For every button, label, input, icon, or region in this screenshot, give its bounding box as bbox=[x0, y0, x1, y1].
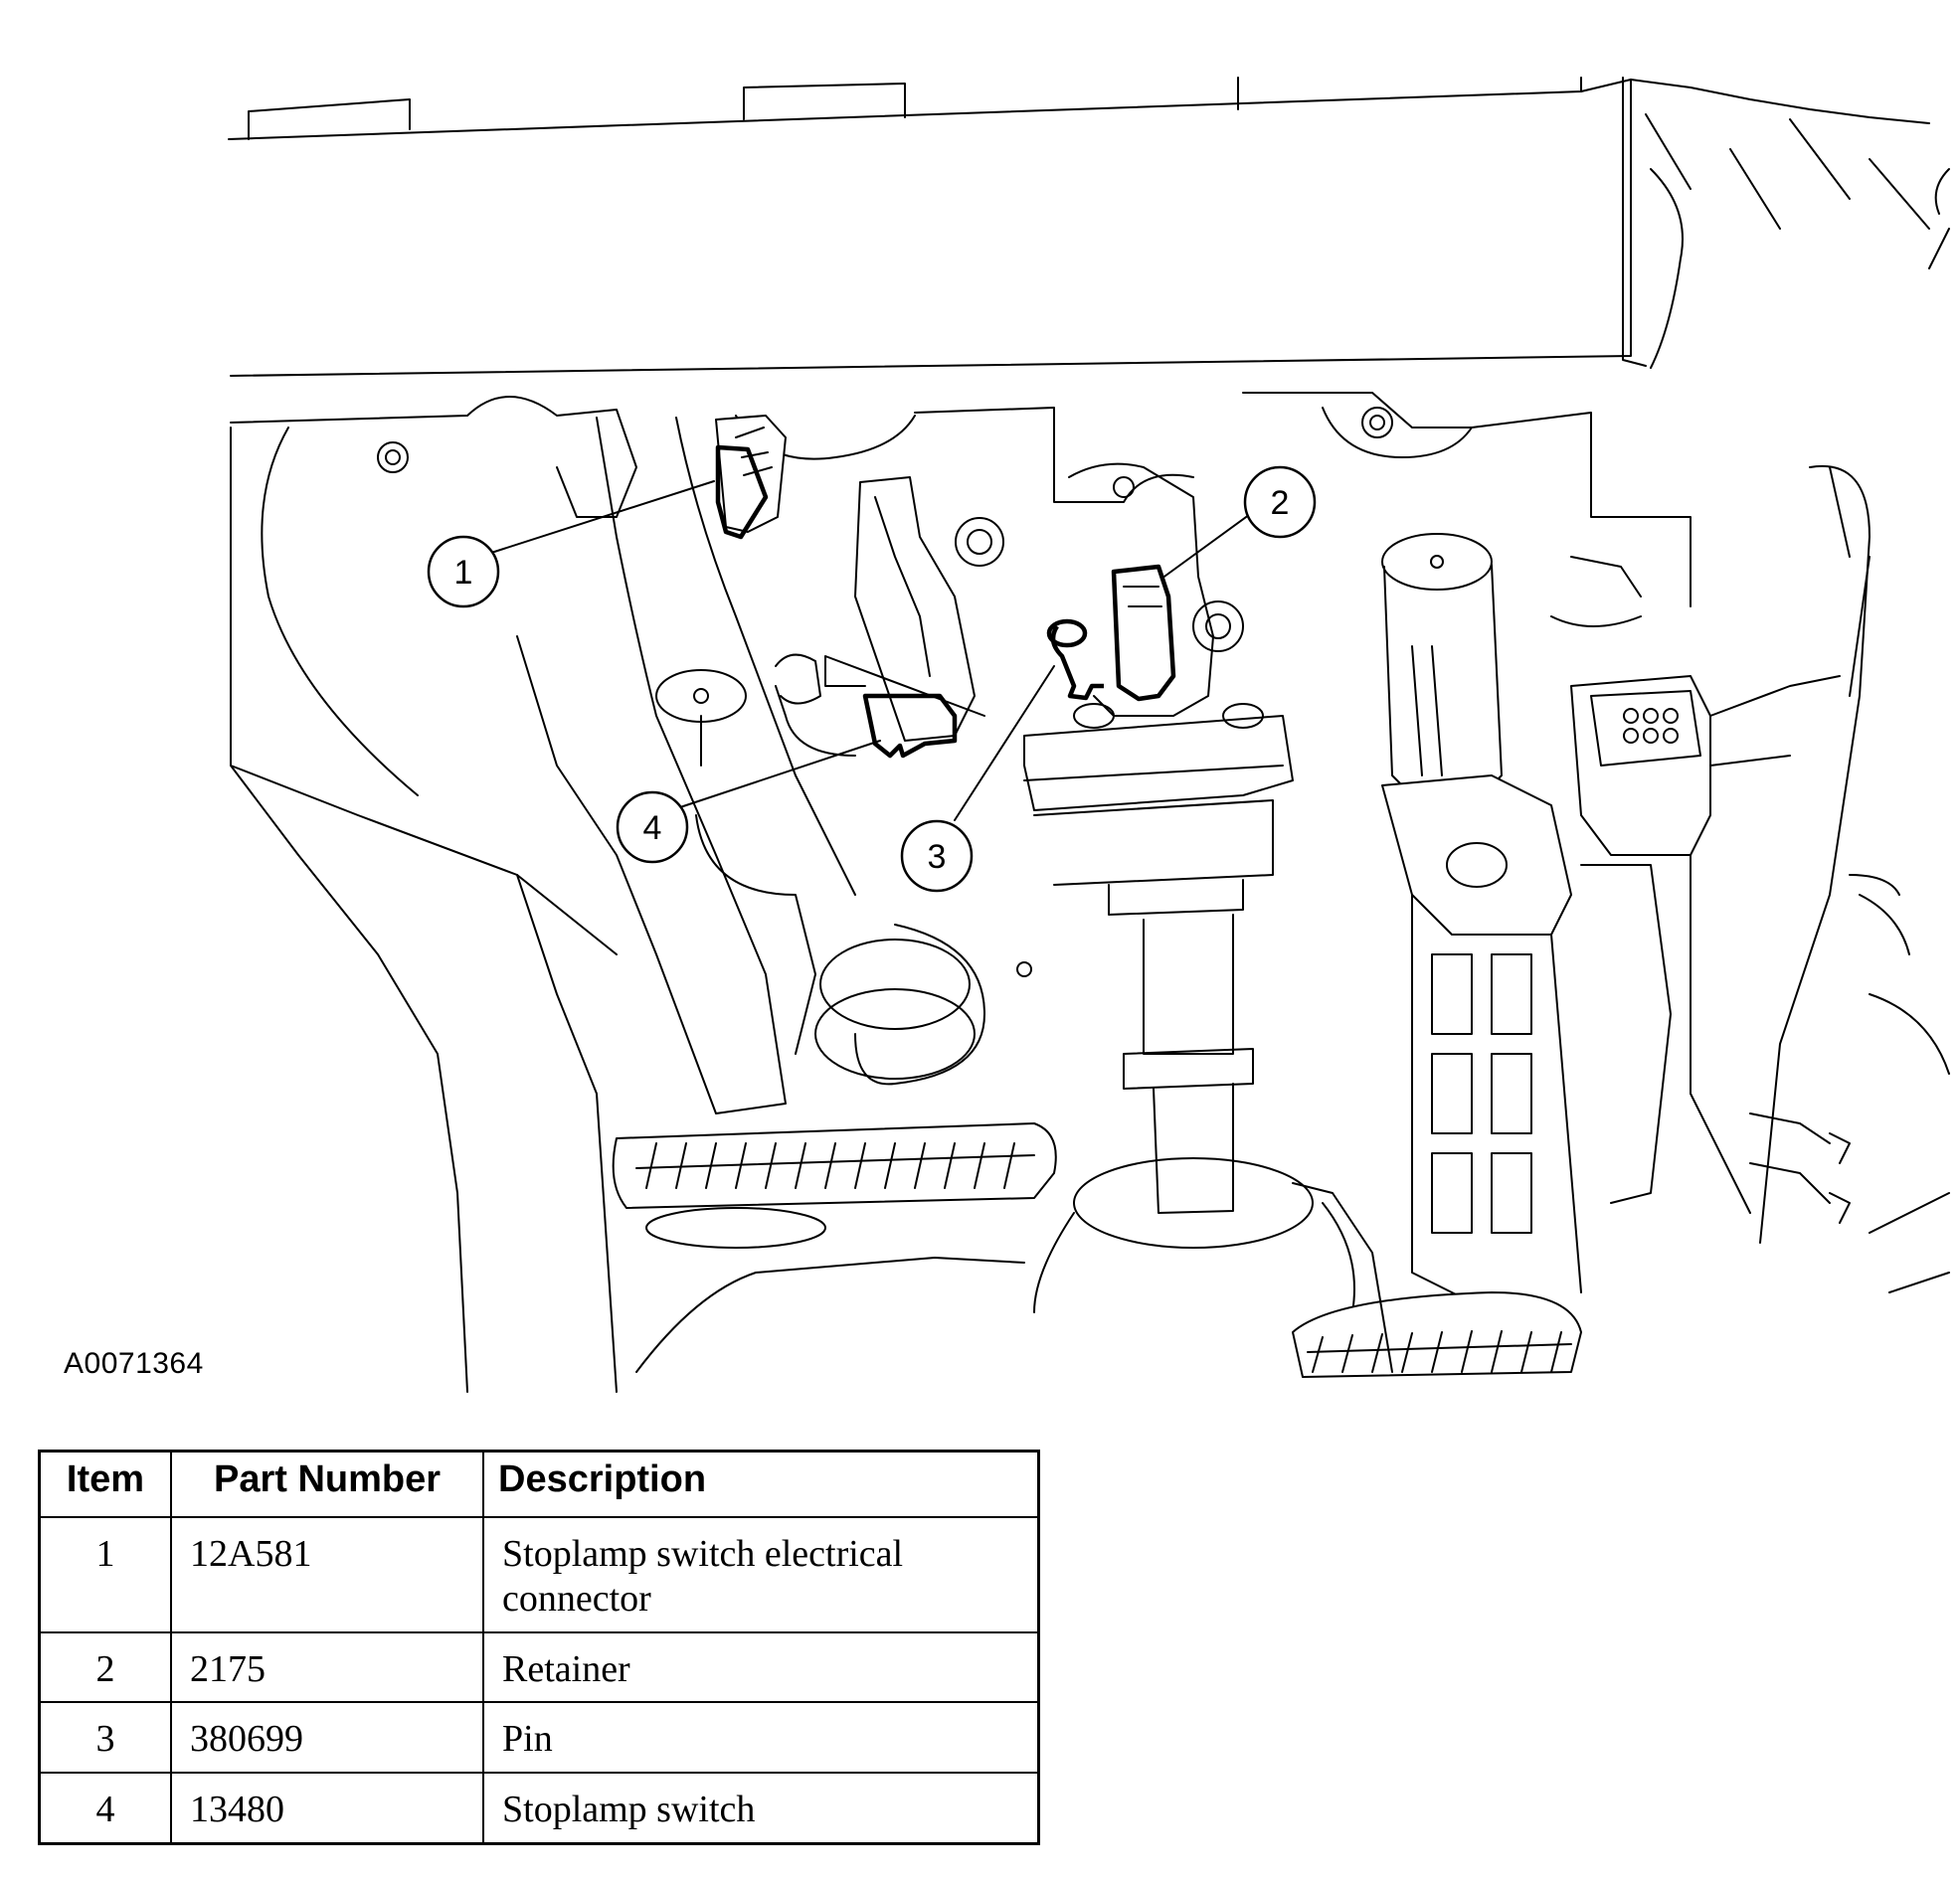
lower-bracket-outline bbox=[230, 392, 1692, 955]
cell-part-number: 12A581 bbox=[170, 1516, 484, 1633]
figure-id: A0071364 bbox=[64, 1347, 204, 1380]
table-header-row: Item Part Number Description bbox=[38, 1450, 1040, 1518]
cell-part-number: 13480 bbox=[170, 1772, 484, 1845]
header-description: Description bbox=[482, 1450, 1040, 1518]
header-item: Item bbox=[38, 1450, 172, 1518]
pin-clip bbox=[1046, 618, 1104, 701]
callout-1: 1 bbox=[427, 535, 500, 608]
pedal-pivot-bushing bbox=[655, 669, 1032, 1086]
cell-description: Stoplamp switch electrical connector bbox=[482, 1516, 1040, 1633]
accelerator-pedal bbox=[1292, 533, 1582, 1378]
instrument-panel-outline bbox=[228, 77, 1950, 377]
cell-item: 2 bbox=[38, 1630, 172, 1704]
pedal-assembly-illustration: 1 2 3 4 bbox=[228, 77, 1950, 1393]
callout-2-label: 2 bbox=[1271, 484, 1290, 522]
cell-item: 3 bbox=[38, 1701, 172, 1775]
cell-part-number: 2175 bbox=[170, 1630, 484, 1704]
callout-leader-lines bbox=[490, 480, 1265, 821]
cell-part-number: 380699 bbox=[170, 1701, 484, 1775]
header-part-number: Part Number bbox=[170, 1450, 484, 1518]
cell-item: 4 bbox=[38, 1772, 172, 1845]
callout-3: 3 bbox=[900, 819, 974, 893]
callout-4-label: 4 bbox=[643, 809, 662, 847]
floor-outline bbox=[230, 765, 1950, 1393]
table-row: 2 2175 Retainer bbox=[38, 1630, 1040, 1704]
brake-pedal bbox=[516, 417, 1057, 1249]
table-row: 1 12A581 Stoplamp switch electrical conn… bbox=[38, 1516, 1040, 1633]
steering-column bbox=[1023, 462, 1355, 1313]
callout-4: 4 bbox=[616, 790, 689, 864]
parts-table: Item Part Number Description 1 12A581 St… bbox=[38, 1450, 1040, 1846]
cell-description: Pin bbox=[482, 1701, 1040, 1775]
cell-item: 1 bbox=[38, 1516, 172, 1633]
retainer-clip bbox=[1111, 564, 1176, 702]
cell-description: Stoplamp switch bbox=[482, 1772, 1040, 1845]
table-row: 3 380699 Pin bbox=[38, 1701, 1040, 1775]
stoplamp-switch bbox=[775, 476, 985, 759]
cell-description: Retainer bbox=[482, 1630, 1040, 1704]
right-wiring-module bbox=[1570, 464, 1950, 1244]
stoplamp-switch-connector bbox=[715, 415, 787, 540]
callout-2: 2 bbox=[1243, 465, 1317, 539]
table-row: 4 13480 Stoplamp switch bbox=[38, 1772, 1040, 1845]
callout-3-label: 3 bbox=[928, 838, 947, 876]
callout-1-label: 1 bbox=[454, 554, 473, 592]
